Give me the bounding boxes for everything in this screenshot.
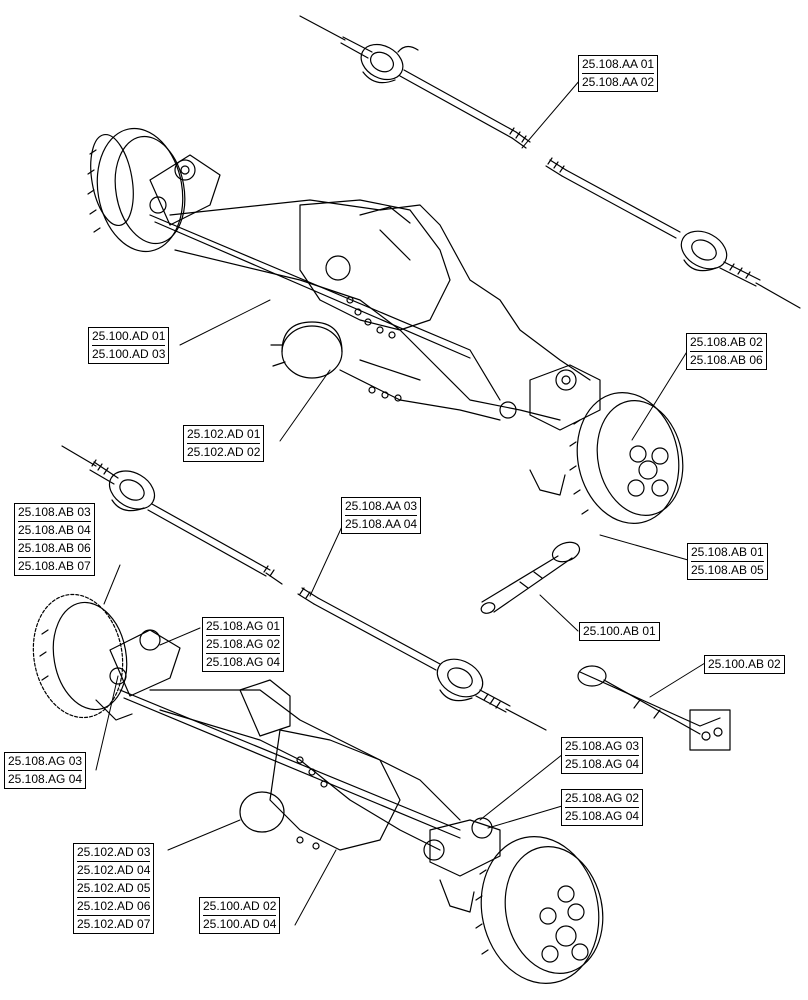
callout-code: 25.108.AB 05 [691,561,764,577]
callout-code: 25.108.AB 06 [18,539,91,555]
callout-c8[interactable]: 25.108.AG 01 25.108.AG 02 25.108.AG 04 [202,617,285,672]
callout-code: 25.108.AA 04 [345,515,418,531]
drive-shaft-middle [297,587,547,731]
callout-code: 25.108.AG 03 [565,739,640,753]
callout-code: 25.108.AB 06 [690,351,763,367]
callout-code: 25.108.AG 02 [206,635,281,651]
callout-code: 25.102.AD 07 [77,915,151,931]
callout-code: 25.108.AB 07 [18,557,91,573]
pivot-pin [480,541,581,614]
callout-code: 25.108.AG 04 [565,807,640,823]
callout-code: 25.100.AB 02 [708,657,781,671]
drive-shaft-middle-left [61,445,283,585]
callout-code: 25.102.AD 06 [77,897,151,913]
callout-c3[interactable]: 25.108.AB 02 25.108.AB 06 [686,333,767,370]
callout-code: 25.108.AB 03 [18,505,91,519]
callout-code: 25.102.AD 02 [187,443,261,459]
callout-code: 25.108.AG 04 [206,653,281,669]
callout-c10[interactable]: 25.100.AB 02 [704,655,785,674]
callout-code: 25.102.AD 04 [77,861,151,877]
callout-c13[interactable]: 25.108.AG 02 25.108.AG 04 [561,789,644,826]
callout-c6[interactable]: 25.108.AB 03 25.108.AB 04 25.108.AB 06 2… [14,503,95,576]
callout-c4[interactable]: 25.102.AD 01 25.102.AD 02 [183,425,265,462]
callout-code: 25.100.AD 02 [203,899,277,913]
callout-code: 25.108.AB 04 [18,521,91,537]
callout-code: 25.100.AD 04 [203,915,277,931]
callout-c11[interactable]: 25.108.AG 03 25.108.AG 04 [561,737,644,774]
callout-c12[interactable]: 25.108.AG 03 25.108.AG 04 [4,752,87,789]
callout-c1[interactable]: 25.108.AA 01 25.108.AA 02 [578,55,659,92]
lower-axle-housing [32,593,604,984]
callout-code: 25.108.AG 02 [565,791,640,805]
callout-code: 25.100.AB 01 [583,624,656,638]
callout-code: 25.108.AA 03 [345,499,418,513]
callout-code: 25.102.AD 03 [77,845,151,859]
callout-code: 25.108.AG 01 [206,619,281,633]
upper-axle-housing [87,127,684,524]
callout-c14[interactable]: 25.102.AD 03 25.102.AD 04 25.102.AD 05 2… [73,843,155,934]
callout-code: 25.102.AD 01 [187,427,261,441]
leader-lines [95,79,706,926]
pivot-bracket [577,665,731,751]
callout-c9[interactable]: 25.100.AB 01 [579,622,660,641]
callout-code: 25.108.AG 04 [8,770,83,786]
callout-code: 25.102.AD 05 [77,879,151,895]
callout-c15[interactable]: 25.100.AD 02 25.100.AD 04 [199,897,281,934]
callout-c5[interactable]: 25.108.AA 03 25.108.AA 04 [341,497,422,534]
callout-code: 25.108.AB 02 [690,335,763,349]
callout-code: 25.108.AA 02 [582,73,655,89]
callout-code: 25.108.AB 01 [691,545,764,559]
drive-shaft-upper-right [545,157,801,309]
callout-code: 25.108.AG 03 [8,754,83,768]
callout-code: 25.108.AA 01 [582,57,655,71]
callout-code: 25.100.AD 03 [92,345,166,361]
callout-code: 25.100.AD 01 [92,329,166,343]
callout-c7[interactable]: 25.108.AB 01 25.108.AB 05 [687,543,768,580]
drive-shaft-upper-left [299,15,531,149]
callout-c2[interactable]: 25.100.AD 01 25.100.AD 03 [88,327,170,364]
callout-code: 25.108.AG 04 [565,755,640,771]
